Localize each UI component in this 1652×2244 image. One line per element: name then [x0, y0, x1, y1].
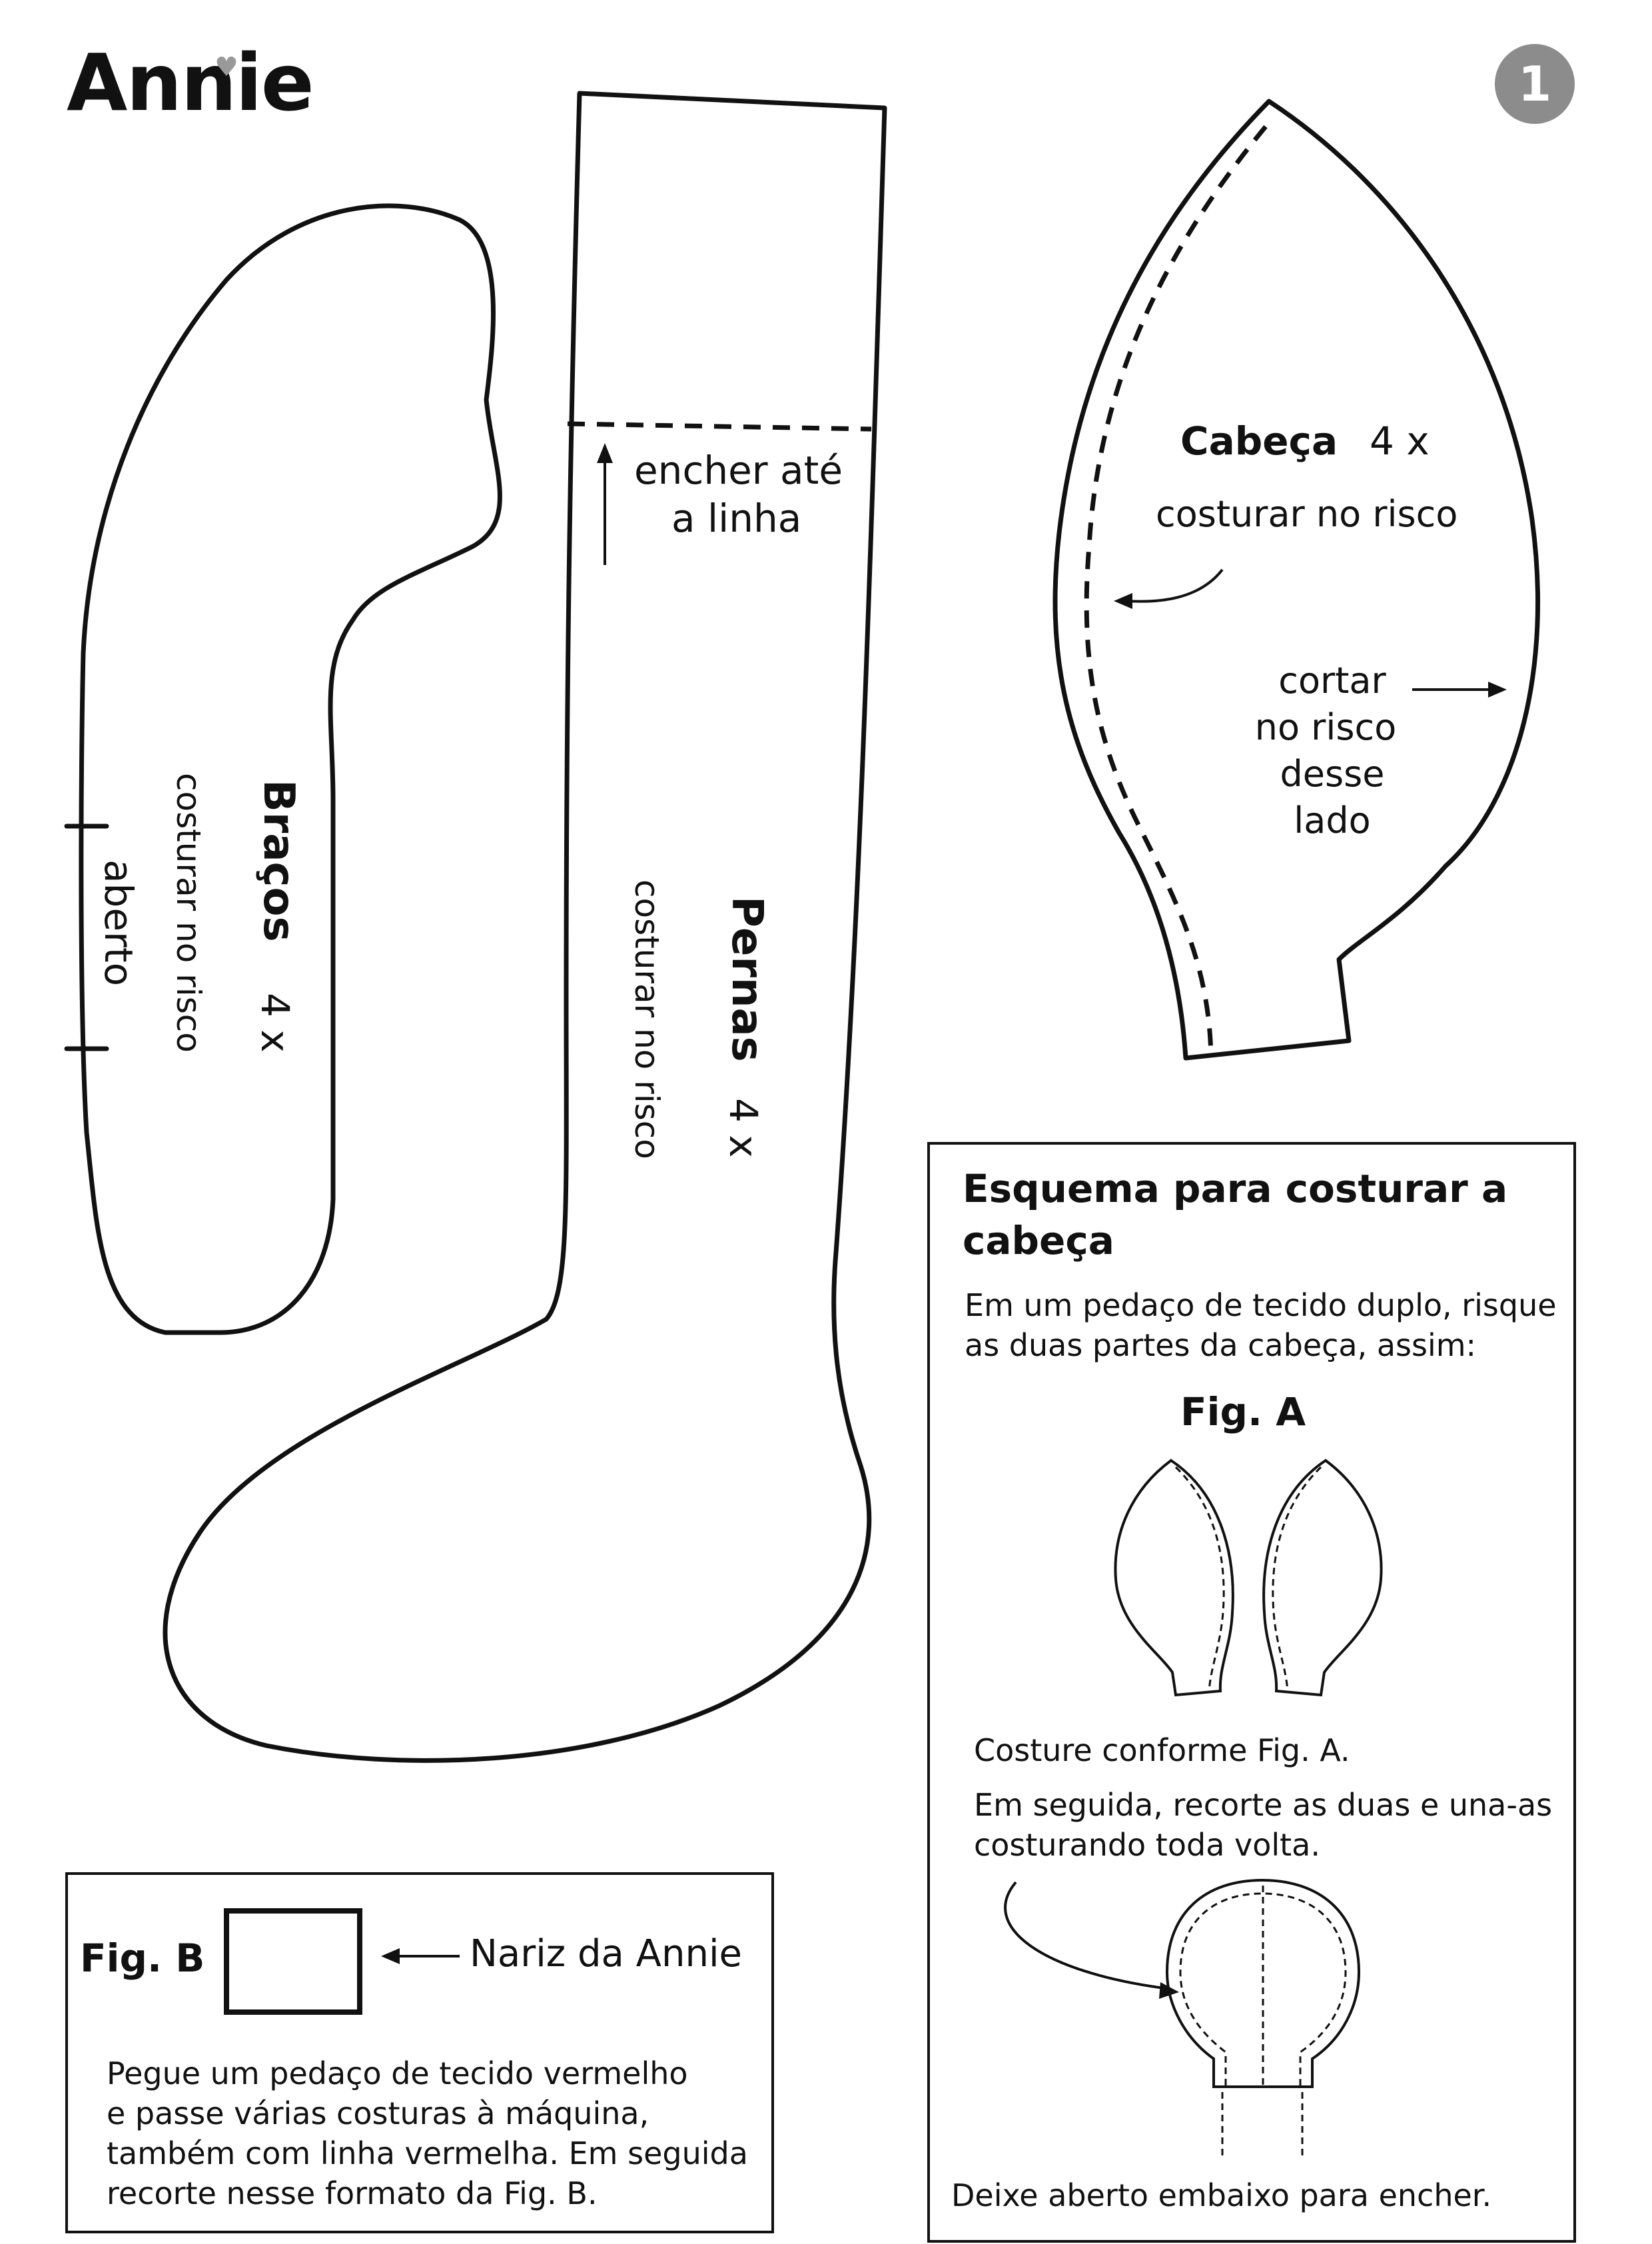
assembled-head-outline	[1165, 1878, 1361, 2088]
nose-label: Nariz da Annie	[470, 1932, 742, 1975]
head-count-label: 4 x	[1370, 418, 1430, 464]
leg-fill-text-2: a linha	[671, 496, 802, 541]
heart-icon: ♥	[214, 52, 238, 83]
scheme-title-1: Esquema para costurar a	[963, 1166, 1508, 1211]
leg-fill-line	[567, 421, 872, 432]
head-name-label: Cabeça	[1180, 418, 1338, 464]
fig-b-instruction-2: e passe várias costuras à máquina,	[107, 2095, 649, 2131]
scheme-footer: Deixe aberto embaixo para encher.	[951, 2177, 1492, 2213]
fig-b-instruction-3: também com linha vermelha. Em seguida	[107, 2135, 748, 2171]
arms-name-label: Braços	[254, 780, 303, 942]
legs-name-label: Pernas	[722, 896, 771, 1062]
scheme-step-2-line-1: Em seguida, recorte as duas e una-as	[974, 1787, 1553, 1823]
fig-a-left-half	[1114, 1458, 1234, 1697]
scheme-intro-1: Em um pedaço de tecido duplo, risque	[965, 1287, 1557, 1323]
arms-count-label: 4 x	[252, 993, 298, 1053]
head-cut-text-2: no risco	[1254, 706, 1397, 748]
arms-open-label: aberto	[96, 859, 141, 987]
head-cut-text-4: lado	[1294, 800, 1371, 842]
nose-arrow-head	[381, 1948, 400, 1964]
arm-pattern-outline	[79, 203, 502, 1335]
cut-arrow-head	[1488, 682, 1507, 698]
head-scheme-box	[927, 1142, 1576, 2243]
head-cut-text-1: cortar	[1278, 660, 1386, 702]
sew-arrow-head	[1114, 593, 1132, 609]
head-pattern-outline	[1052, 99, 1541, 1061]
fig-a-left-seam	[1174, 1466, 1225, 1692]
fig-a-right-seam	[1272, 1466, 1322, 1692]
scheme-arrow-line	[1004, 1881, 1170, 1990]
page-title: Annie	[67, 37, 314, 129]
fig-b-instruction-1: Pegue um pedaço de tecido vermelho	[107, 2055, 688, 2091]
scheme-step-1: Costure conforme Fig. A.	[974, 1732, 1350, 1768]
head-sew-label: costurar no risco	[1156, 493, 1458, 535]
scheme-title-2: cabeça	[963, 1218, 1114, 1263]
fig-b-instruction-4: recorte nesse formato da Fig. B.	[107, 2175, 598, 2211]
arms-sew-label: costurar no risco	[169, 773, 208, 1053]
head-sewing-line	[1084, 125, 1268, 1057]
legs-count-label: 4 x	[721, 1098, 766, 1158]
fig-b-box	[65, 1872, 774, 2233]
page-number-badge: 1	[1495, 44, 1575, 124]
nose-shape	[224, 1908, 362, 2015]
head-cut-text-3: desse	[1280, 753, 1385, 795]
legs-sew-label: costurar no risco	[627, 879, 666, 1159]
leg-fill-text-1: encher até	[634, 448, 843, 493]
fig-b-label: Fig. B	[80, 1936, 205, 1981]
leg-pattern-outline	[163, 91, 887, 1763]
fig-a-label: Fig. A	[1180, 1389, 1306, 1434]
fig-a-right-half	[1262, 1458, 1383, 1697]
fill-arrow-head	[597, 443, 613, 463]
scheme-intro-2: as duas partes da cabeça, assim:	[965, 1327, 1477, 1363]
sew-arrow-line	[1125, 568, 1224, 603]
scheme-step-2-line-2: costurando toda volta.	[974, 1827, 1320, 1863]
